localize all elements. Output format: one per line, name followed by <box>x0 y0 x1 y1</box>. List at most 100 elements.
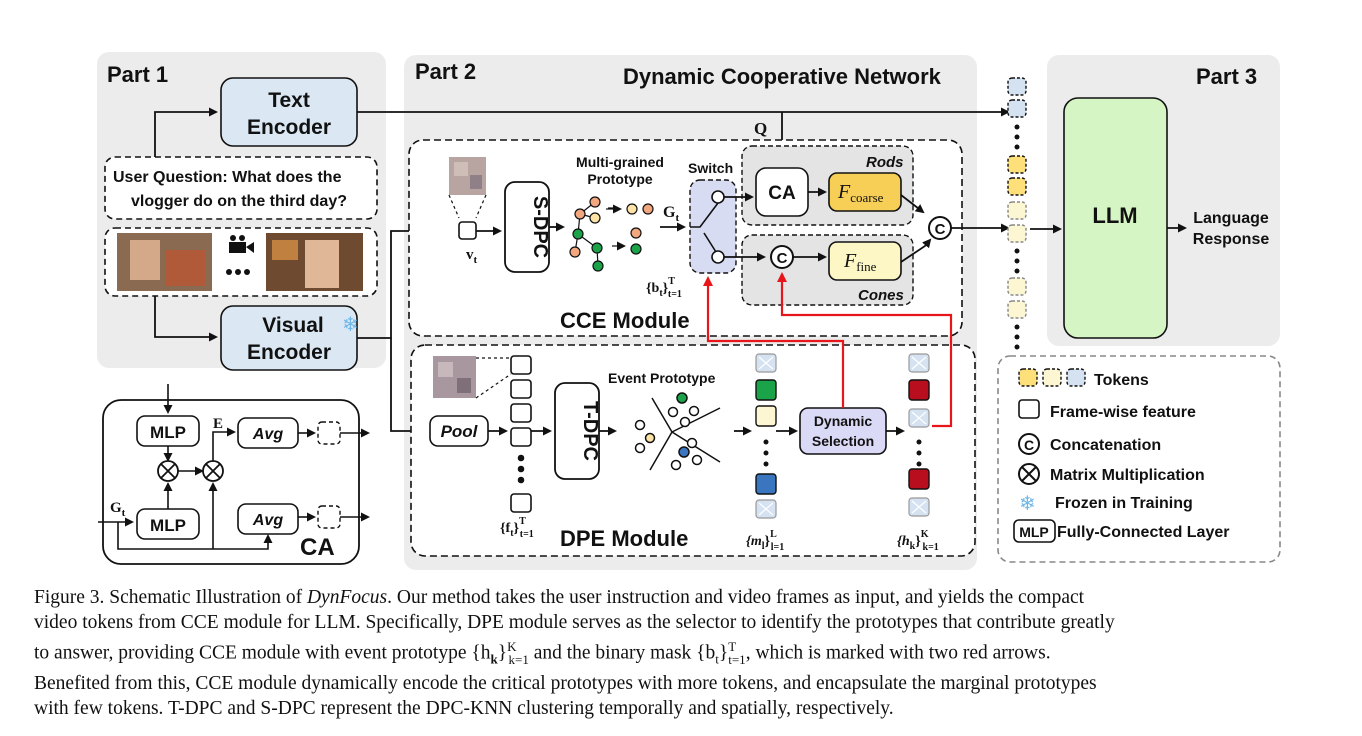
ca-title: CA <box>300 534 335 561</box>
legend-fc-label: Fully-Connected Layer <box>1057 524 1229 541</box>
cce-ca-label: CA <box>768 183 796 204</box>
caption-line3-mid1: } <box>497 642 508 664</box>
legend-matmul-label: Matrix Multiplication <box>1050 467 1205 484</box>
caption-line3-sub2: t <box>715 651 719 667</box>
cce-frame-feature <box>458 221 477 240</box>
legend-mlp-swatch-label: MLP <box>1019 524 1049 540</box>
caption-label: Figure 3. Schematic Illustration of <box>34 587 307 608</box>
cce-v-label: vt <box>466 247 478 266</box>
switch-label: Switch <box>688 160 733 176</box>
frames-to-visual-encoder-arrow <box>154 296 218 342</box>
caption-line-1: Figure 3. Schematic Illustration of DynF… <box>34 586 1334 611</box>
frame-feature-column <box>510 355 532 513</box>
user-question-box: User Question: What does the vlogger do … <box>104 156 378 220</box>
llm-box <box>1063 97 1168 339</box>
caption-line3-a: to answer, providing CCE module with eve… <box>34 642 491 664</box>
caption-line-4: Benefited from this, CCE module dynamica… <box>34 673 1097 695</box>
ca-g-label: Gt <box>110 500 126 519</box>
ca-mlp-bottom-label: MLP <box>150 516 186 535</box>
response-line1: Language <box>1193 210 1269 227</box>
caption-line3-mid2: } <box>718 642 729 664</box>
legend-matmul-icon <box>1018 463 1040 485</box>
event-token-column-h <box>908 353 930 517</box>
response-line2: Response <box>1193 231 1270 248</box>
caption-line3-sub1: k <box>490 651 498 667</box>
text-encoder: Text Encoder <box>220 77 358 147</box>
legend-frozen-label: Frozen in Training <box>1055 495 1193 512</box>
dpe-frame-thumbnail <box>433 356 512 399</box>
caption-line1-rest: . Our method takes the user instruction … <box>387 587 1085 608</box>
caption-line-2: video tokens from CCE module for LLM. Sp… <box>34 611 1115 633</box>
question-to-text-encoder-arrow <box>154 107 218 157</box>
legend-snowflake-icon: ❄ <box>1019 493 1036 515</box>
binary-mask-red-arrow <box>703 276 845 408</box>
cce-module: CCE Module vt S-DPC Multi-grained Protot… <box>408 139 1010 337</box>
caption-line3-b: and the binary mask {b <box>528 642 716 664</box>
caption-line3-sup1: K <box>507 639 517 655</box>
dpe-module-title: DPE Module <box>560 526 688 551</box>
legend: Tokens Frame-wise feature C Concatenatio… <box>997 355 1281 563</box>
ca-e-label: E <box>213 416 223 432</box>
caption-method-name: DynFocus <box>306 587 388 608</box>
part3-title: Part 3 <box>1196 64 1257 89</box>
t-dpc-label: T-DPC <box>579 401 601 461</box>
architecture-diagram: Part 1 Part 2 Dynamic Cooperative Networ… <box>97 52 1281 570</box>
video-frames-box <box>104 227 378 297</box>
cones-concat-icon: C <box>770 245 794 269</box>
prototype-label-line2: Prototype <box>587 171 653 187</box>
s-dpc-label: S-DPC <box>529 196 551 258</box>
llm-label: LLM <box>1092 203 1137 228</box>
legend-frame-feature-label: Frame-wise feature <box>1050 404 1196 421</box>
svg-text:C: C <box>1024 437 1034 453</box>
output-concat-icon: C <box>928 216 952 240</box>
switch-node-bottom <box>711 250 725 264</box>
caption-line-5: with few tokens. T-DPC and S-DPC represe… <box>34 697 894 719</box>
f-fine-label: Ffine <box>843 250 877 274</box>
switch-node-top <box>711 190 725 204</box>
network-title: Dynamic Cooperative Network <box>623 64 942 89</box>
visual-encoder-line2: Encoder <box>247 341 331 364</box>
svg-text:C: C <box>777 250 788 267</box>
caption-line3-range2: t=1 <box>728 651 746 667</box>
switch-lever <box>690 202 719 253</box>
legend-frame-feature-swatch <box>1018 399 1040 419</box>
user-question-line2: vlogger do on the third day? <box>131 193 347 210</box>
cce-module-title: CCE Module <box>560 308 690 333</box>
ca-token-bottom <box>317 505 341 529</box>
caption-line3-range1: k=1 <box>508 651 529 667</box>
f-coarse-box <box>828 172 902 212</box>
ca-avg-bottom <box>237 503 299 535</box>
video-camera-icon <box>229 235 254 253</box>
event-prototype-label: Event Prototype <box>608 370 716 386</box>
ca-avg-bottom-label: Avg <box>252 512 283 529</box>
visual-encoder: Visual Encoder ❄ <box>220 305 359 371</box>
cce-g-label: Gt <box>663 204 679 224</box>
query-label: Q <box>754 119 767 138</box>
figure-caption: Figure 3. Schematic Illustration of DynF… <box>34 586 1334 721</box>
user-question-line1: User Question: What does the <box>113 169 342 186</box>
snowflake-icon: ❄ <box>342 314 359 336</box>
ca-mlp-top-label: MLP <box>150 423 186 442</box>
legend-tokens-swatch <box>1018 368 1086 387</box>
rods-label: Rods <box>866 154 904 171</box>
prototype-token-column-m <box>755 353 777 519</box>
token-column <box>1007 77 1027 350</box>
event-prototype-clusters <box>634 392 721 471</box>
legend-concat-icon: C <box>1018 433 1040 455</box>
caption-line-3: to answer, providing CCE module with eve… <box>34 635 1334 672</box>
caption-line3-sup2: T <box>728 639 737 655</box>
dynamic-selection-line1: Dynamic <box>814 413 873 429</box>
ca-block: MLP E Avg MLP Gt Avg CA <box>98 384 370 565</box>
pool-label: Pool <box>441 422 479 441</box>
cones-label: Cones <box>858 287 904 304</box>
ellipsis-icon <box>226 269 250 275</box>
cce-frame-thumbnail <box>448 157 487 219</box>
part1-title: Part 1 <box>107 62 168 87</box>
event-prototype-red-arrow <box>777 272 953 428</box>
text-encoder-line2: Encoder <box>247 116 331 139</box>
